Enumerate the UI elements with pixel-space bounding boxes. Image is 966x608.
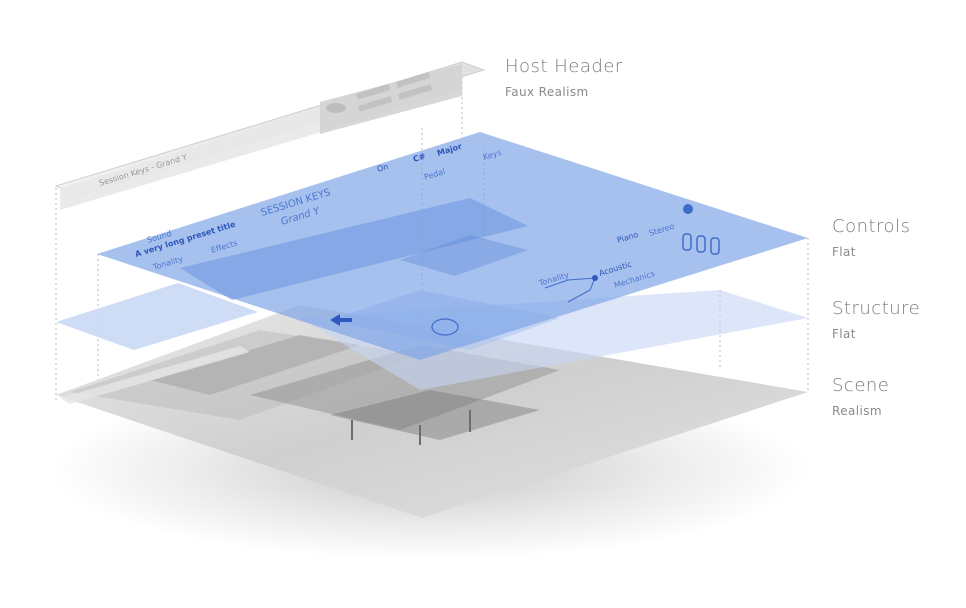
layer-title: Host Header (505, 56, 623, 77)
layer-label-scene: Scene Realism (832, 375, 889, 418)
layer-subtitle: Realism (832, 404, 882, 418)
controls-layer (97, 132, 808, 360)
layer-subtitle: Flat (832, 245, 856, 259)
host-header-layer: Session Keys - Grand Y (54, 61, 486, 210)
layer-title: Structure (832, 298, 921, 319)
acoustic-dot (592, 275, 598, 281)
key-select[interactable]: C# (412, 152, 427, 164)
tonality-knob (431, 318, 459, 336)
layer-title: Scene (832, 375, 890, 396)
scene-layer (56, 305, 808, 518)
layer-subtitle: Faux Realism (505, 85, 589, 99)
on-label[interactable]: On (376, 162, 390, 174)
mechanics-bars-icon (682, 233, 720, 255)
layer-subtitle: Flat (832, 327, 856, 341)
back-arrow-icon (330, 314, 352, 326)
layer-label-controls: Controls Flat (832, 216, 910, 259)
layer-label-structure: Structure Flat (832, 298, 920, 341)
layer-title: Controls (832, 216, 911, 237)
gear-icon (683, 204, 693, 214)
layer-label-host-header: Host Header Faux Realism (505, 56, 623, 99)
